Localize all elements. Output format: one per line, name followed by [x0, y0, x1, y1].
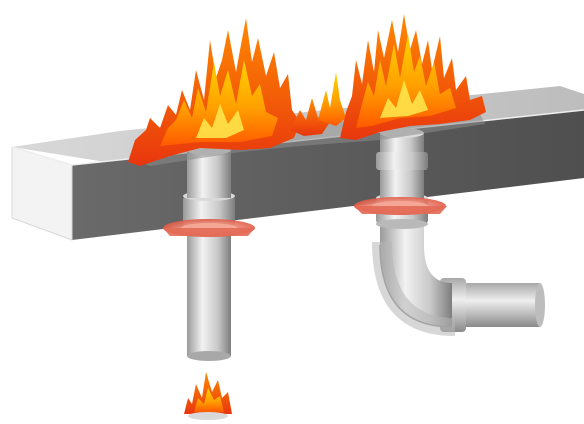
- left-fire-collar: [163, 219, 255, 237]
- left-pipe-lower: [187, 220, 231, 356]
- concrete-slab: [12, 86, 584, 240]
- left-flames: [128, 18, 300, 166]
- slab-end-face: [12, 147, 72, 240]
- small-flame-below: [184, 372, 232, 420]
- right-fire-collar: [354, 197, 447, 215]
- left-pipe: [183, 145, 235, 361]
